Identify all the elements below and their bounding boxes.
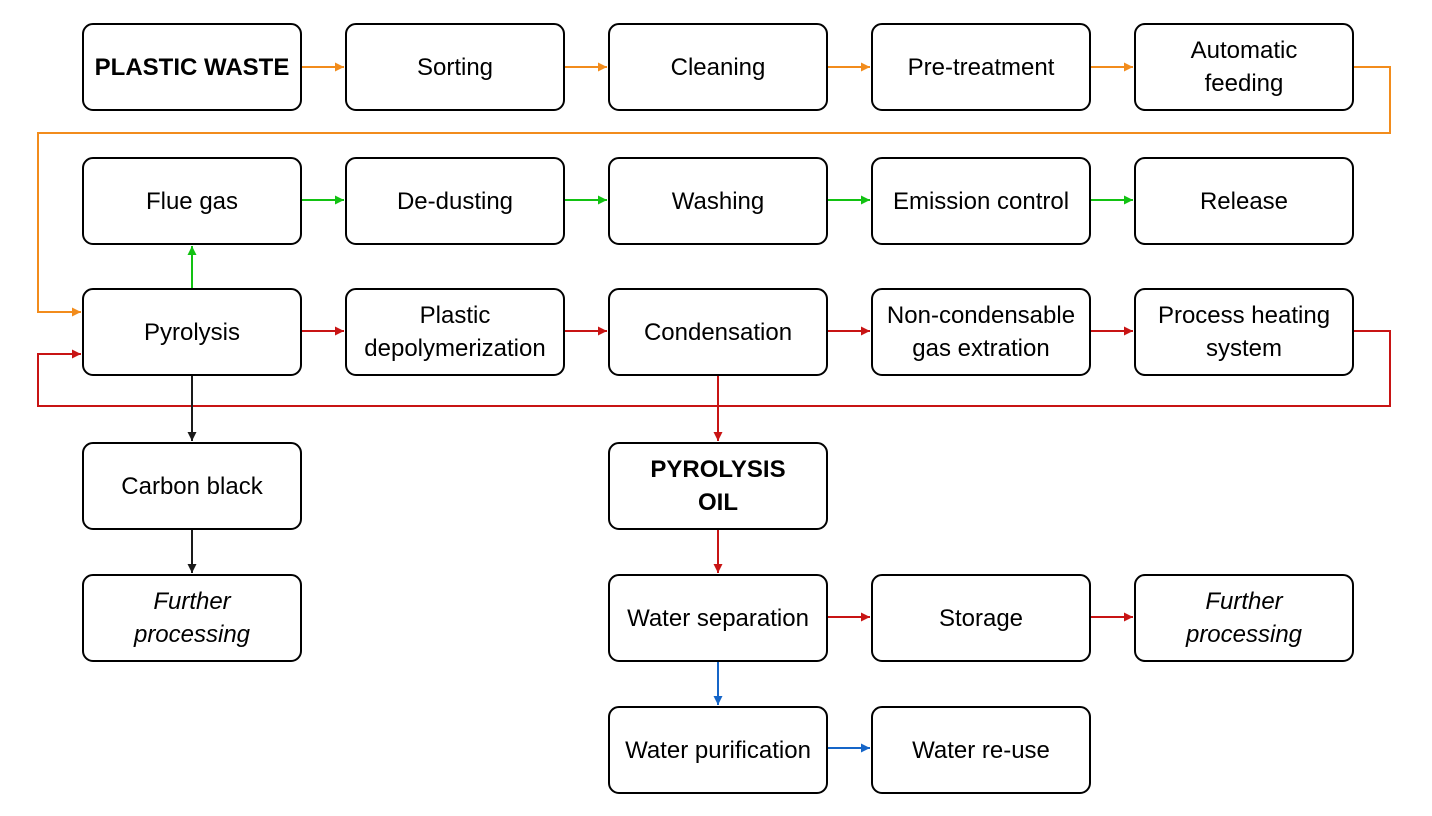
node-further-processing-left: Further processing xyxy=(82,574,302,662)
arrow-process-heating-to-pyrolysis xyxy=(37,330,1391,407)
node-plastic-waste-label: PLASTIC WASTE xyxy=(94,53,290,81)
node-water-reuse-label: Water re-use xyxy=(912,736,1050,764)
node-carbon-black: Carbon black xyxy=(82,442,302,530)
node-storage-label: Storage xyxy=(938,604,1024,632)
node-plastic-waste: PLASTIC WASTE xyxy=(82,23,302,111)
node-washing: Washing xyxy=(608,157,828,245)
node-pre-treatment: Pre-treatment xyxy=(871,23,1091,111)
node-water-reuse: Water re-use xyxy=(871,706,1091,794)
node-automatic-feeding: Automatic feeding xyxy=(1134,23,1354,111)
node-washing-label: Washing xyxy=(671,187,765,215)
node-non-condensable-gas-extraction: Non-condensable gas extration xyxy=(871,288,1091,376)
node-de-dusting-label: De-dusting xyxy=(396,187,514,215)
node-pyrolysis-oil: PYROLYSIS OIL xyxy=(608,442,828,530)
node-cleaning-label: Cleaning xyxy=(670,53,766,81)
node-further-processing-right: Further processing xyxy=(1134,574,1354,662)
node-automatic-feeding-label: Automatic feeding xyxy=(1190,37,1298,97)
node-plastic-depolymerization-label: Plastic depolymerization xyxy=(364,302,546,362)
node-water-purification: Water purification xyxy=(608,706,828,794)
node-pyrolysis: Pyrolysis xyxy=(82,288,302,376)
node-emission-control-label: Emission control xyxy=(892,187,1070,215)
node-water-purification-label: Water purification xyxy=(625,736,811,764)
node-water-separation: Water separation xyxy=(608,574,828,662)
node-storage: Storage xyxy=(871,574,1091,662)
node-cleaning: Cleaning xyxy=(608,23,828,111)
node-carbon-black-label: Carbon black xyxy=(121,472,263,500)
arrow-automatic-feeding-to-pyrolysis xyxy=(37,66,1391,317)
node-pre-treatment-label: Pre-treatment xyxy=(907,53,1055,81)
node-pyrolysis-label: Pyrolysis xyxy=(143,318,240,346)
node-release: Release xyxy=(1134,157,1354,245)
node-sorting: Sorting xyxy=(345,23,565,111)
node-de-dusting: De-dusting xyxy=(345,157,565,245)
node-flue-gas-label: Flue gas xyxy=(145,187,239,215)
node-pyrolysis-oil-label: PYROLYSIS OIL xyxy=(650,456,786,516)
node-plastic-depolymerization: Plastic depolymerization xyxy=(345,288,565,376)
node-flue-gas: Flue gas xyxy=(82,157,302,245)
node-condensation: Condensation xyxy=(608,288,828,376)
node-emission-control: Emission control xyxy=(871,157,1091,245)
node-process-heating-system-label: Process heating system xyxy=(1157,302,1331,362)
node-further-processing-left-label: Further processing xyxy=(133,588,251,648)
node-water-separation-label: Water separation xyxy=(627,604,809,632)
node-release-label: Release xyxy=(1199,187,1289,215)
node-further-processing-right-label: Further processing xyxy=(1185,588,1303,648)
node-non-condensable-gas-extraction-label: Non-condensable gas extration xyxy=(886,302,1076,362)
node-condensation-label: Condensation xyxy=(643,318,793,346)
node-process-heating-system: Process heating system xyxy=(1134,288,1354,376)
node-sorting-label: Sorting xyxy=(416,53,494,81)
